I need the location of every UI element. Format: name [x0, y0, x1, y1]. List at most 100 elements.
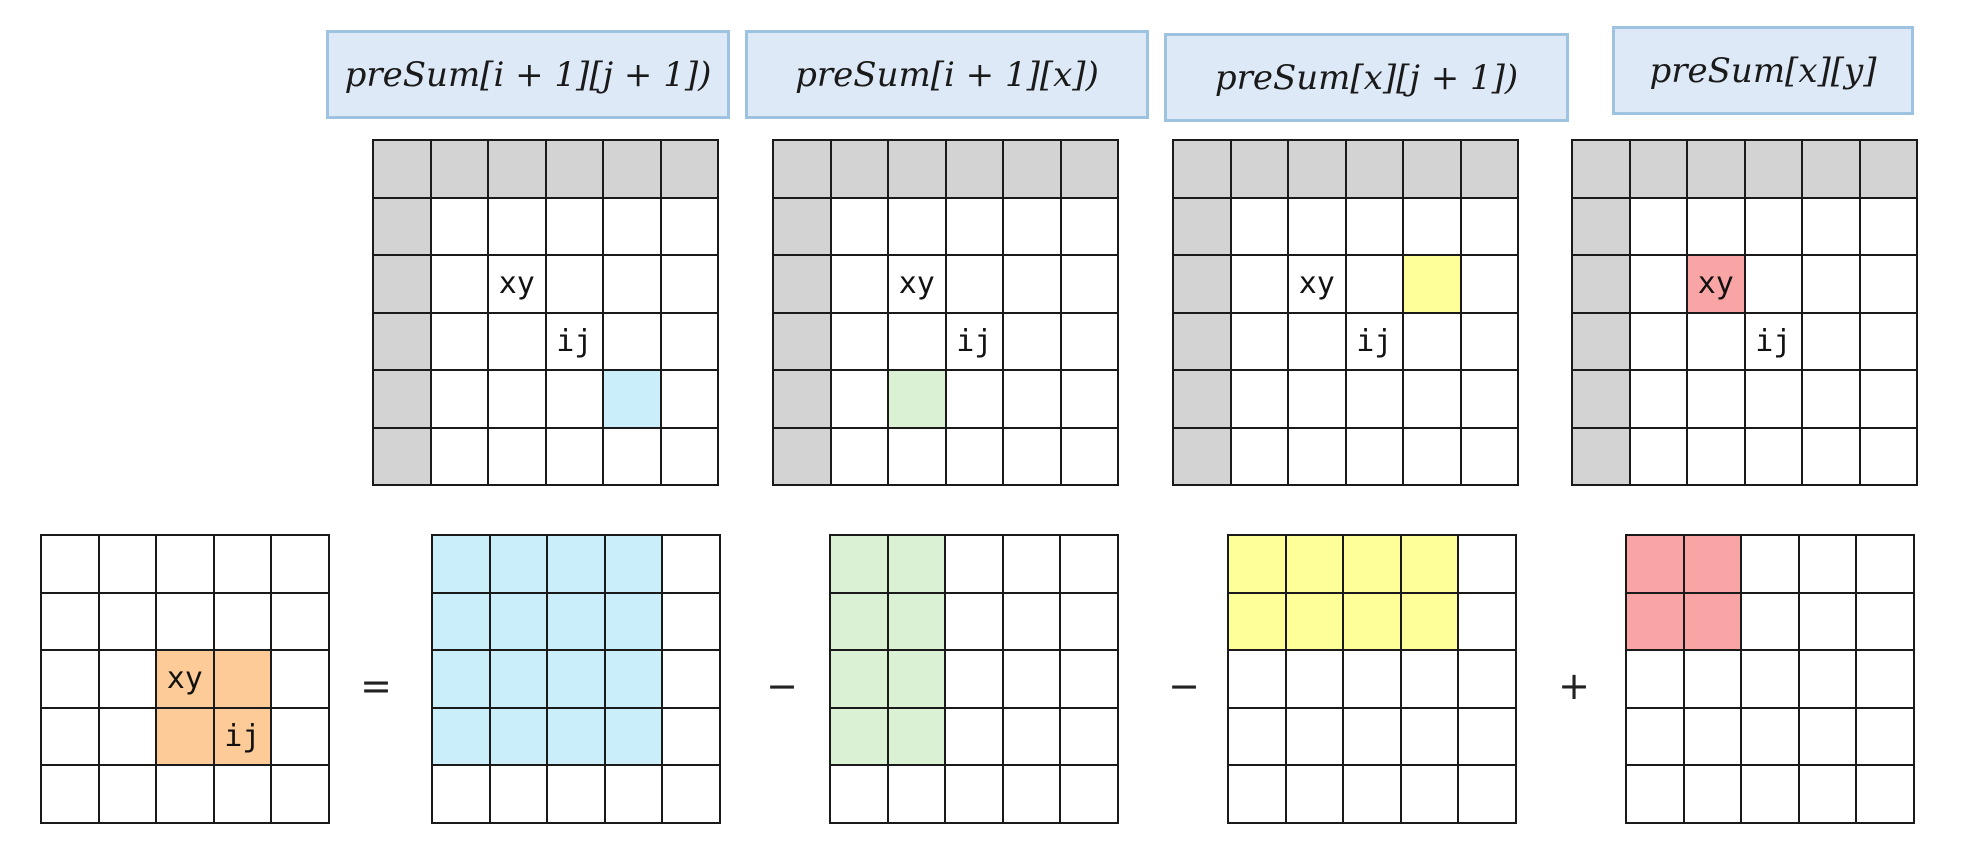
grid-cell [1801, 254, 1861, 314]
grid-cell [1801, 196, 1861, 256]
grid-cell [1459, 139, 1519, 199]
grid-cell [431, 591, 491, 651]
grid-cell [944, 369, 1004, 429]
grid-cell [1625, 534, 1685, 594]
grid-cell [1059, 534, 1119, 594]
grid-cell [212, 534, 272, 594]
grid-cell [1344, 369, 1404, 429]
grid-cell [1001, 534, 1061, 594]
grid-cell [944, 196, 1004, 256]
grid-cell [1227, 534, 1287, 594]
grid-cell [1342, 706, 1402, 766]
grid-cell [1457, 649, 1517, 709]
grid-cell [1855, 764, 1915, 824]
grid-cell [1855, 649, 1915, 709]
grid-cell [487, 311, 547, 371]
grid-cell [1229, 426, 1289, 486]
grid-cell [1801, 139, 1861, 199]
grid-cell [1002, 369, 1062, 429]
grid-cell: ij [944, 311, 1004, 371]
cell-label-ij: ij [1356, 323, 1393, 359]
grid-cell [661, 534, 721, 594]
grid-cell [1628, 369, 1688, 429]
grid-cell [1402, 369, 1462, 429]
grid-cell [1059, 139, 1119, 199]
grid-cell [1059, 649, 1119, 709]
grid-cell [1002, 139, 1062, 199]
grid-cell [602, 426, 662, 486]
grid-cell [603, 591, 663, 651]
grid-cell [1172, 311, 1232, 371]
grid-cell [1284, 649, 1344, 709]
grid-cell [1682, 591, 1742, 651]
grid-cell [1229, 139, 1289, 199]
grid-cell [829, 426, 889, 486]
grid-cell [546, 649, 606, 709]
cell-label-xy: xy [1697, 266, 1734, 302]
grid-cell [546, 591, 606, 651]
grid-cell [487, 426, 547, 486]
grid-cell [1682, 534, 1742, 594]
grid-cell [886, 649, 946, 709]
grid-cell [1740, 764, 1800, 824]
grid-cell [829, 369, 889, 429]
grid-cell [40, 649, 100, 709]
grid-cell [602, 369, 662, 429]
grid-cell [603, 764, 663, 824]
grid-cell: xy [155, 649, 215, 709]
grid-cell [1172, 369, 1232, 429]
grid-cell [488, 764, 548, 824]
grid-cell [1858, 196, 1918, 256]
formula-presum-x-j1: preSum[x][j + 1]) [1164, 33, 1569, 122]
cell-label-xy: xy [498, 266, 535, 302]
grid-cell [1801, 426, 1861, 486]
grid-cell [1002, 426, 1062, 486]
grid-cell [1342, 649, 1402, 709]
grid-cell [1402, 311, 1462, 371]
grid-cell [1797, 591, 1857, 651]
grid-cell [944, 254, 1004, 314]
grid-cell [1287, 196, 1347, 256]
grid-cell [155, 764, 215, 824]
grid-cell [1571, 311, 1631, 371]
grid-cell [1172, 196, 1232, 256]
grid-cell [544, 426, 604, 486]
grid-cell [372, 196, 432, 256]
grid-cell [887, 426, 947, 486]
grid-cell [1740, 706, 1800, 766]
grid-cell [1287, 369, 1347, 429]
grid-cell [1743, 369, 1803, 429]
grid-cell [1402, 254, 1462, 314]
minus-sign: − [1168, 664, 1200, 708]
grid-cell [1399, 591, 1459, 651]
grid-cell [1287, 426, 1347, 486]
grid-cell [1344, 426, 1404, 486]
grid-cell [659, 254, 719, 314]
grid-cell [1743, 139, 1803, 199]
grid-cell [1344, 139, 1404, 199]
grid-cell [1229, 196, 1289, 256]
grid-cell [372, 311, 432, 371]
cell-label-ij: ij [1755, 323, 1792, 359]
grid-cell [944, 534, 1004, 594]
grid-cell [1625, 649, 1685, 709]
formula-presum-i1-x: preSum[i + 1][x]) [745, 30, 1149, 119]
cell-label-ij: ij [956, 323, 993, 359]
grid-cell [886, 534, 946, 594]
formula-presum-x-y: preSum[x][y] [1612, 26, 1914, 115]
grid-cell [603, 649, 663, 709]
grid-cell [1740, 591, 1800, 651]
grid-cell [1001, 706, 1061, 766]
grid-cell [212, 591, 272, 651]
grid-cell [661, 649, 721, 709]
grid-cell [886, 706, 946, 766]
grid-cell [1399, 534, 1459, 594]
grid-cell [40, 534, 100, 594]
grid-cell [429, 139, 489, 199]
grid-cell [772, 369, 832, 429]
grid-cell [659, 196, 719, 256]
grid-cell [1459, 426, 1519, 486]
grid-cell [1686, 311, 1746, 371]
